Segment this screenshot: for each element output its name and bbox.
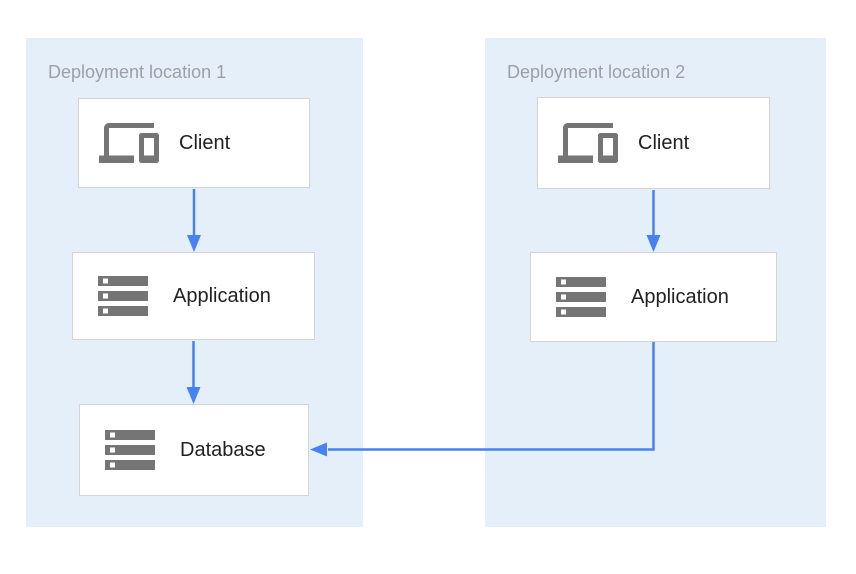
node-application-2: Application xyxy=(530,252,777,342)
devices-icon xyxy=(99,113,179,173)
node-client-2: Client xyxy=(537,97,770,189)
deployment-location-1-label: Deployment location 1 xyxy=(48,62,227,82)
node-client-2-label: Client xyxy=(638,131,690,154)
node-database-label: Database xyxy=(180,438,266,461)
deployment-location-2-label: Deployment location 2 xyxy=(507,62,686,82)
storage-icon xyxy=(551,267,631,327)
node-application-1-label: Application xyxy=(173,284,271,307)
storage-icon xyxy=(93,266,173,326)
node-application-2-label: Application xyxy=(631,285,729,308)
node-application-1: Application xyxy=(72,252,315,340)
node-client-1-label: Client xyxy=(179,131,231,154)
node-client-1: Client xyxy=(78,98,310,188)
devices-icon xyxy=(558,113,638,173)
storage-icon xyxy=(100,420,180,480)
node-database: Database xyxy=(79,404,309,496)
